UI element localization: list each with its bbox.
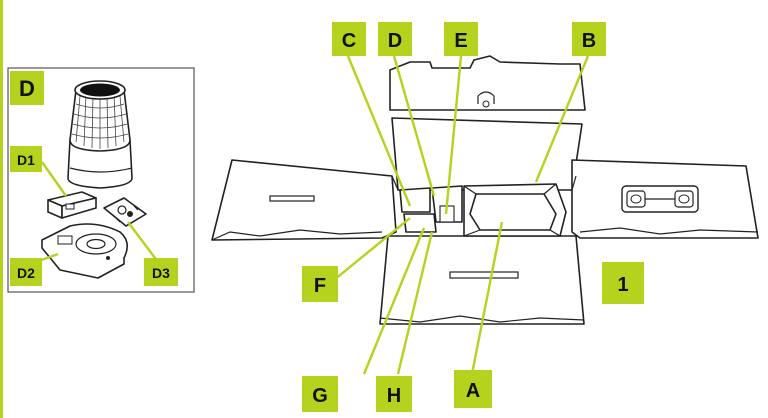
left-accent-bar xyxy=(0,0,3,418)
inset-label-d2: D2 xyxy=(10,258,42,286)
inner-tray-icon xyxy=(463,183,567,237)
label-g: G xyxy=(302,376,338,412)
svg-text:A: A xyxy=(466,380,480,402)
inset-panel: D D1 D2 D3 xyxy=(7,67,195,293)
label-a: A xyxy=(454,370,492,408)
leader-e xyxy=(444,55,463,215)
leader-c xyxy=(346,55,412,207)
inset-label-d3: D3 xyxy=(144,258,178,286)
label-c: C xyxy=(332,22,366,56)
wall-mount-icon xyxy=(47,191,97,219)
svg-text:G: G xyxy=(312,385,328,407)
svg-text:D3: D3 xyxy=(152,265,170,281)
leader-a xyxy=(470,221,504,375)
inset-label-d1: D1 xyxy=(10,146,42,172)
screw-bag-icon xyxy=(103,197,147,227)
label-e: E xyxy=(444,22,478,56)
svg-text:F: F xyxy=(314,275,326,297)
leader-d3 xyxy=(127,221,159,263)
svg-text:D1: D1 xyxy=(17,152,35,168)
label-b: B xyxy=(572,22,606,56)
leader-b xyxy=(534,55,590,183)
svg-text:D2: D2 xyxy=(17,265,35,281)
svg-text:C: C xyxy=(342,30,356,52)
leader-g xyxy=(362,227,426,375)
leader-d xyxy=(392,55,436,197)
svg-text:1: 1 xyxy=(617,274,628,296)
base-plate-icon xyxy=(41,223,128,279)
svg-text:B: B xyxy=(582,30,596,52)
label-h: H xyxy=(376,376,412,412)
inset-label-d: D xyxy=(10,71,44,105)
svg-text:E: E xyxy=(454,30,467,52)
svg-text:H: H xyxy=(387,385,401,407)
leader-f xyxy=(333,217,411,281)
svg-text:D: D xyxy=(388,30,402,52)
cardboard-box-icon xyxy=(211,55,759,325)
label-f: F xyxy=(302,266,338,302)
camera-housing-icon xyxy=(67,80,133,189)
label-1: 1 xyxy=(602,262,644,304)
svg-text:D: D xyxy=(19,76,35,101)
leader-d1 xyxy=(41,161,67,197)
handle-cutout-icon xyxy=(621,185,699,213)
leader-h xyxy=(396,231,434,375)
label-d: D xyxy=(378,22,412,56)
